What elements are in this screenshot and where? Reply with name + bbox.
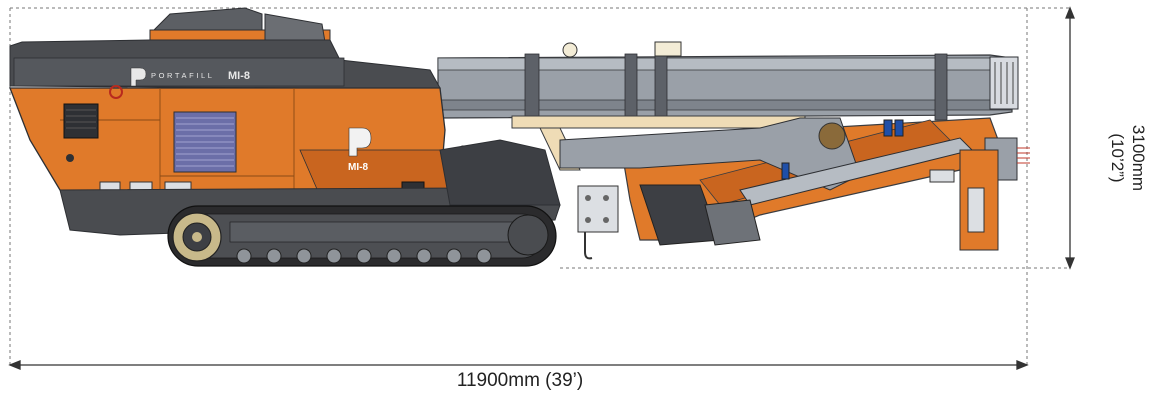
model-badge: MI-8 <box>228 70 250 82</box>
height-mm-label: 3100mm <box>1129 124 1148 192</box>
height-dimension-label: 3100mm (10’2”) <box>1098 88 1158 228</box>
length-dimension-arrow <box>8 360 1029 370</box>
extent-lines <box>9 7 1070 365</box>
discharge-end <box>929 137 1030 251</box>
crawler-track <box>167 205 557 267</box>
main-body <box>9 7 471 201</box>
height-ft-label: (10’2”) <box>1108 133 1127 183</box>
brand-name: PORTAFILL <box>151 71 215 80</box>
height-dimension-text: 3100mm (10’2”) <box>1107 125 1149 191</box>
brand-logo-mark <box>130 67 372 157</box>
conveyor-boom <box>437 41 1019 121</box>
height-dimension-arrow <box>1065 6 1075 270</box>
secondary-conveyor <box>559 117 1001 260</box>
length-dimension-label: 11900mm (39’) <box>456 370 584 391</box>
model-decal: MI-8 <box>348 162 368 173</box>
